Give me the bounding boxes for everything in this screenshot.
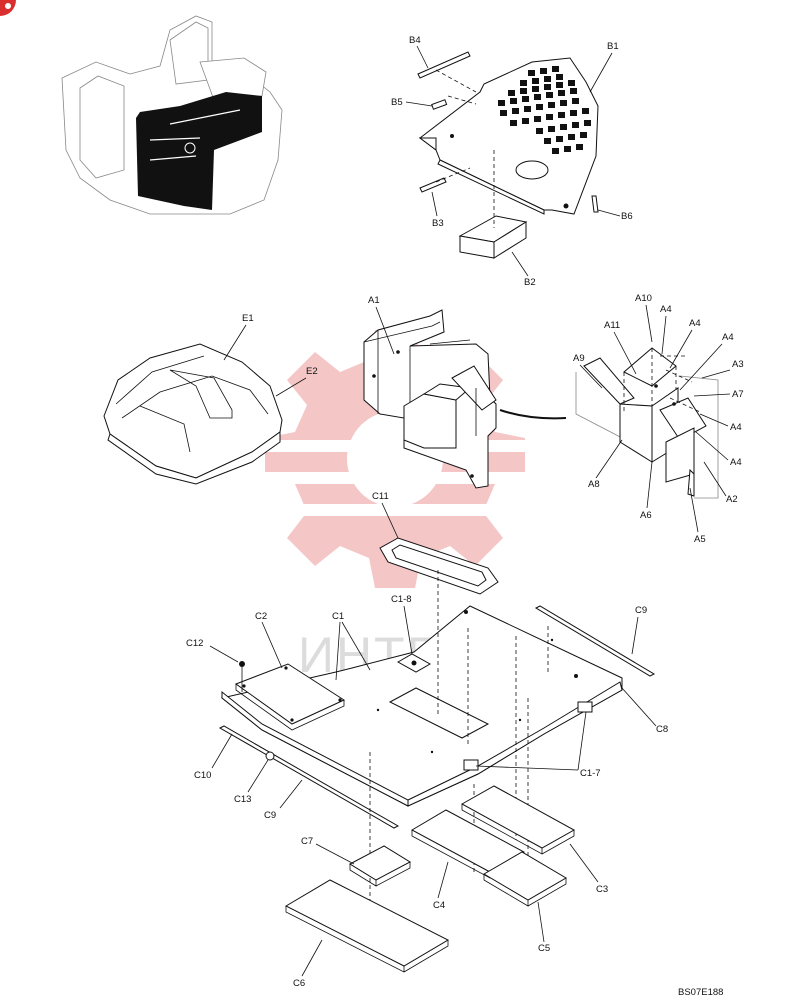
e-labels: E1 E2 [223, 313, 318, 397]
label-b6: B6 [621, 211, 633, 222]
pad-c7 [348, 845, 412, 881]
label-c1: C1 [332, 611, 344, 622]
corner-badge [0, 0, 16, 16]
a1-label: A1 [368, 295, 395, 355]
label-a4-2: A4 [689, 318, 701, 329]
label-b1: B1 [607, 41, 619, 52]
label-c8: C8 [656, 724, 668, 735]
label-a2: A2 [726, 494, 738, 505]
label-b5: B5 [391, 97, 403, 108]
label-b2: B2 [524, 277, 536, 288]
label-a11: A11 [604, 320, 620, 331]
label-c9-top: C9 [635, 605, 647, 616]
e-group-cover [103, 343, 283, 485]
label-c3: C3 [596, 884, 608, 895]
label-a7: A7 [732, 389, 744, 400]
label-c12: C12 [186, 638, 203, 649]
label-a8: A8 [588, 479, 600, 490]
label-c9-bottom: C9 [264, 810, 276, 821]
c-floor-plate [218, 570, 656, 932]
label-c2: C2 [255, 611, 267, 622]
label-c7: C7 [301, 836, 313, 847]
pad-c4 [410, 809, 526, 873]
excavator-thumbnail [61, 15, 283, 215]
label-c6: C6 [293, 978, 305, 989]
b-group-panel [417, 51, 599, 259]
label-c11: C11 [372, 491, 389, 502]
label-a4-3: A4 [722, 332, 734, 343]
label-c10: C10 [194, 770, 211, 781]
c-labels: C11 C1-8 C1 C2 C12 C9 C8 C1-7 C10 C13 C9… [186, 491, 668, 989]
label-b3: B3 [432, 218, 444, 229]
label-c1-8: C1-8 [391, 594, 412, 605]
label-a4-1: A4 [660, 304, 672, 315]
drawing-code: BS07E188 [678, 987, 723, 998]
label-a6: A6 [640, 510, 652, 521]
label-b4: B4 [409, 35, 421, 46]
label-a9: A9 [573, 353, 585, 364]
label-a10: A10 [635, 293, 652, 304]
a1-frame [363, 309, 567, 489]
c-pads [284, 785, 576, 973]
label-a5: A5 [694, 534, 706, 545]
label-e2: E2 [306, 366, 318, 377]
b-labels: B4 B1 B5 B3 B6 B2 [391, 35, 633, 288]
label-a4-5: A4 [730, 457, 742, 468]
label-c13: C13 [234, 794, 251, 805]
label-a1: A1 [368, 295, 380, 306]
label-e1: E1 [242, 313, 254, 324]
b4-strip [417, 51, 471, 79]
a-labels: A10 A4 A11 A4 A4 A9 A3 A7 A4 A4 A8 A6 A2… [573, 293, 744, 545]
label-a3: A3 [732, 359, 744, 370]
a-detail-exploded [575, 347, 719, 499]
label-c1-7: C1-7 [580, 768, 601, 779]
label-c5: C5 [538, 943, 550, 954]
label-a4-4: A4 [730, 422, 742, 433]
label-c4: C4 [433, 900, 445, 911]
